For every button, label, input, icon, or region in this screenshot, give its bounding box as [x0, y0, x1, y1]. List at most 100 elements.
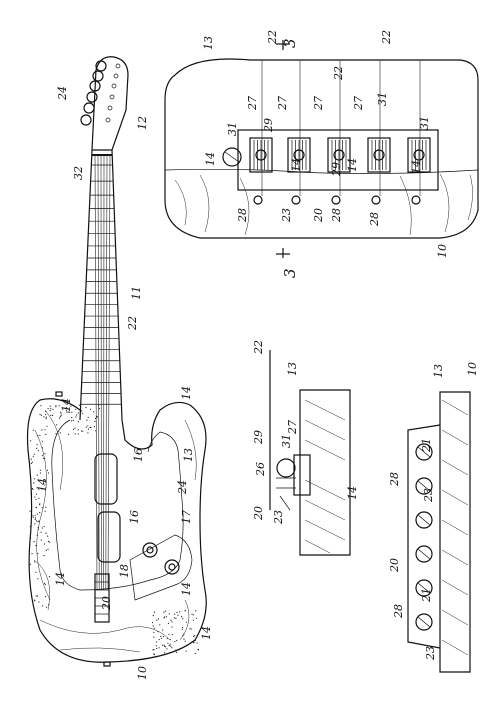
stipple-dot — [175, 651, 177, 654]
stipple-dot — [89, 426, 91, 428]
label-28-c: 28 — [368, 212, 381, 227]
screw-slot — [417, 514, 431, 526]
stipple-dot — [46, 469, 49, 471]
stipple-dot — [77, 433, 79, 435]
strap-button-top — [55, 391, 63, 397]
label-13-bot: 13 — [432, 364, 445, 378]
stipple-dot — [81, 410, 83, 412]
stipple-dot — [51, 414, 54, 416]
label-24-b: 24 — [176, 480, 189, 495]
label-22-top-c: 22 — [332, 66, 345, 81]
label-14-c: 14 — [36, 478, 49, 492]
stipple-dot — [152, 615, 154, 617]
saddle-section — [276, 458, 296, 478]
stipple-dot — [191, 613, 193, 615]
side-screw — [415, 545, 433, 563]
stipple-dot — [37, 595, 39, 597]
label-21-bot-b: 21 — [420, 588, 433, 603]
body-stipple — [29, 404, 199, 656]
stipple-dot — [185, 650, 187, 652]
stipple-dot — [153, 649, 155, 651]
string — [97, 154, 100, 591]
stipple-dot — [60, 413, 62, 415]
stipple-dot — [181, 628, 183, 630]
stipple-dot — [164, 652, 166, 654]
label-13: 13 — [182, 448, 195, 462]
label-31-c: 31 — [418, 116, 431, 130]
side-screws — [415, 443, 433, 631]
string — [107, 154, 111, 591]
stipple-dot — [85, 426, 87, 428]
stipple-dot — [39, 413, 41, 416]
stipple-dot — [43, 543, 46, 545]
stipple-dot — [49, 405, 51, 407]
stipple-dot — [168, 613, 170, 615]
string — [94, 154, 98, 591]
stipple-dot — [33, 599, 36, 601]
stipple-dot — [152, 625, 154, 627]
stipple-dot — [71, 411, 73, 413]
stipple-dot — [30, 440, 32, 442]
stipple-dot — [98, 404, 100, 406]
stipple-dot — [30, 462, 32, 465]
stipple-dot — [39, 511, 41, 514]
stipple-dot — [29, 563, 31, 566]
stipple-dot — [174, 641, 176, 643]
stipple-dot — [55, 405, 57, 407]
stipple-dot — [94, 417, 97, 420]
stipple-dot — [47, 472, 50, 474]
stipple-dot — [195, 610, 197, 612]
stipple-dot — [74, 427, 76, 429]
stipple-dot — [34, 514, 36, 516]
stipple-dot — [31, 553, 33, 555]
label-17: 17 — [180, 510, 193, 524]
strap-button-bottom — [103, 661, 111, 667]
saddle-screw — [333, 149, 345, 161]
stipple-dot — [194, 652, 196, 655]
stipple-dot — [40, 539, 42, 541]
anchor-detail — [276, 477, 296, 511]
label-13-top: 13 — [202, 36, 215, 50]
label-27-d: 27 — [352, 96, 365, 111]
stipple-dot — [32, 515, 34, 517]
stipple-dot — [78, 409, 81, 411]
stipple-dot — [81, 412, 84, 414]
label-31-b: 31 — [376, 92, 389, 106]
stipple-dot — [43, 555, 45, 557]
stipple-dot — [48, 576, 51, 578]
stipple-dot — [30, 458, 32, 460]
stipple-dot — [45, 418, 47, 420]
stipple-dot — [164, 645, 166, 648]
stipple-dot — [45, 549, 47, 552]
stipple-dot — [77, 421, 79, 423]
stipple-dot — [45, 506, 47, 508]
stipple-dot — [168, 633, 170, 635]
label-31-mid: 31 — [280, 434, 293, 448]
label-29-a: 29 — [262, 118, 275, 133]
label-29-b: 29 — [330, 162, 343, 177]
pickguard — [51, 419, 184, 591]
stipple-dot — [44, 484, 46, 486]
stipple-dot — [192, 614, 194, 616]
stipple-dot — [152, 649, 154, 651]
stipple-dot — [182, 627, 184, 629]
stipple-dot — [33, 482, 35, 484]
label-27-b: 27 — [276, 96, 289, 111]
saddles — [249, 137, 431, 173]
bridge-side-plate — [407, 424, 441, 649]
stipple-dot — [182, 635, 184, 637]
stipple-dot — [60, 411, 62, 413]
stipple-dot — [40, 405, 42, 407]
label-23-bot-b: 23 — [424, 646, 437, 661]
stipple-dot — [41, 527, 44, 529]
guitar-headstock — [91, 56, 129, 151]
stipple-dot — [78, 404, 80, 406]
label-14-top-d: 14 — [410, 160, 423, 174]
label-11: 11 — [130, 286, 143, 300]
side-screw — [415, 613, 433, 631]
screw-slot — [417, 582, 431, 594]
label-14-f: 14 — [200, 626, 213, 640]
side-screw — [415, 511, 433, 529]
control-plate — [129, 534, 193, 601]
side-screw — [415, 443, 433, 461]
